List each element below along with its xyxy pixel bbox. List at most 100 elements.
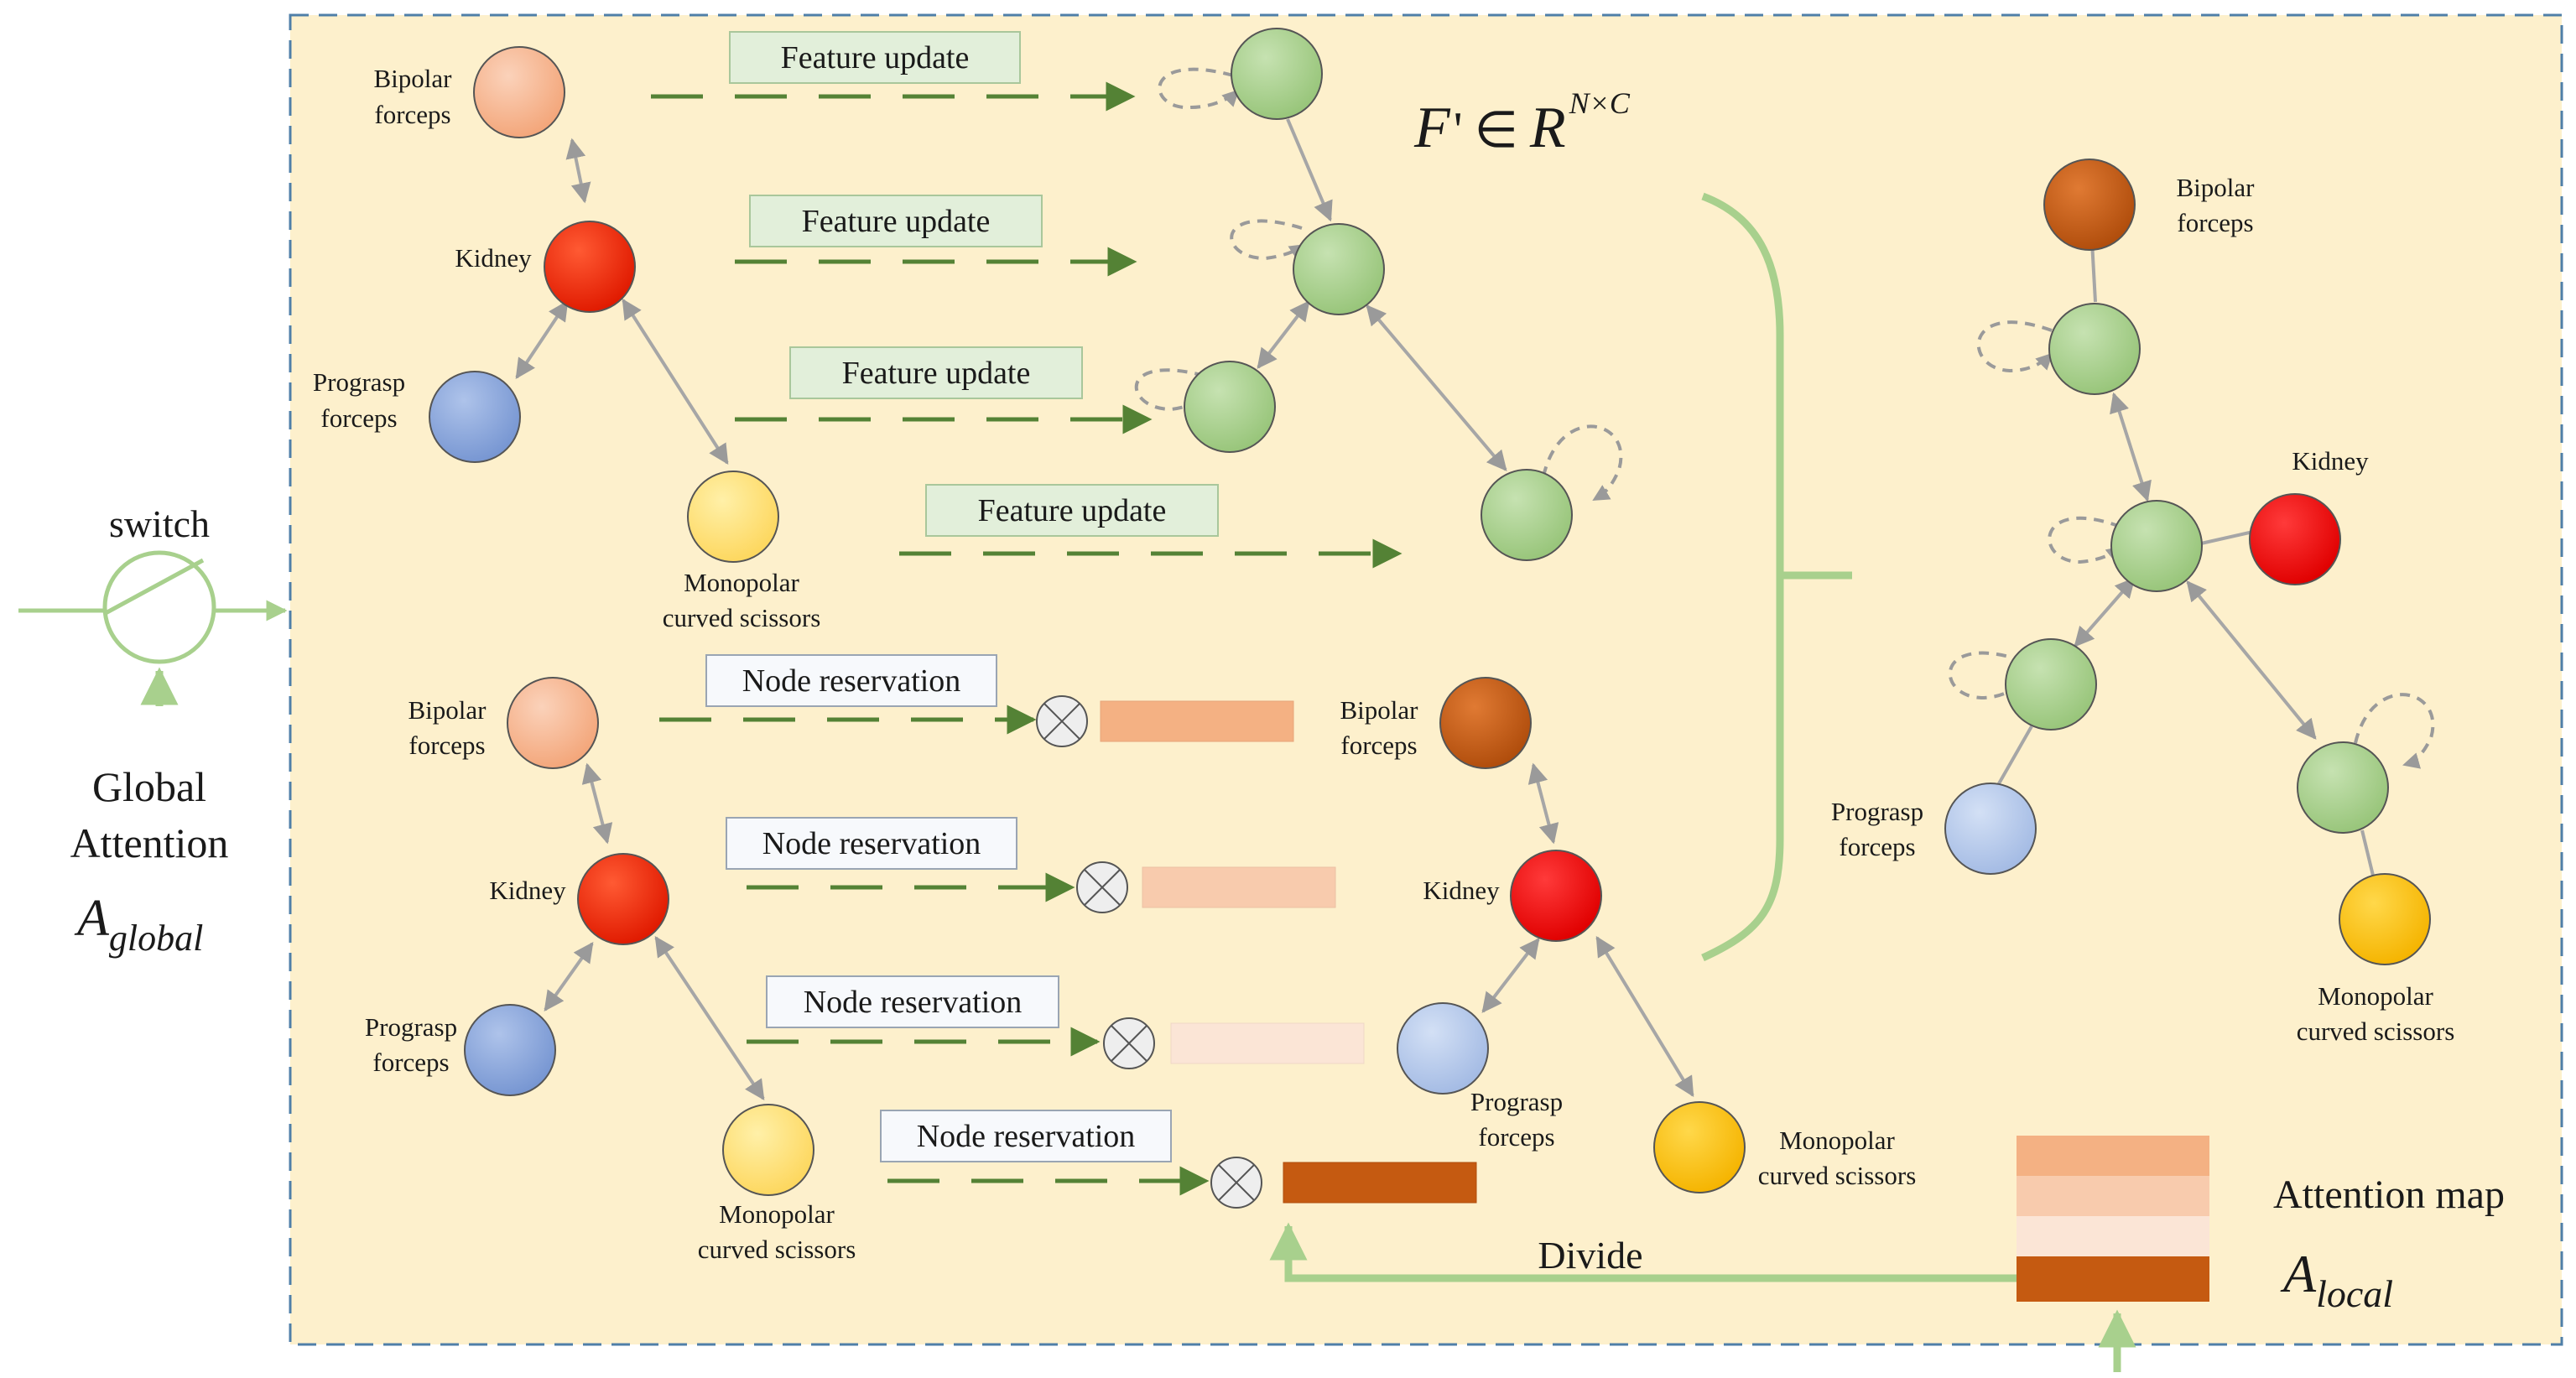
switch-block: switch Global Attention Aglobal [18,502,288,959]
multiply-icon-cross-1 [1043,703,1080,740]
edge-g2-g4 [1366,304,1507,471]
bottom-original-graph: Bipolar forceps Kidney Prograsp forceps … [365,677,856,1264]
node-bipolar-forceps-res [2043,159,2136,251]
node-monopolar-scissors-b [722,1104,814,1196]
node-green-4-res [2297,741,2389,834]
node-updated-4 [1481,469,1573,561]
node-kidney [544,221,636,313]
edge-kidney-monopolar-b [654,936,765,1100]
node-kidney-res [2249,493,2341,585]
label-monopolar-r-1: Monopolar [1779,1126,1895,1155]
feature-update-box-2 [749,195,1043,247]
feature-update-label-1: Feature update [781,40,970,75]
label-bipolar-1: Bipolar [374,64,453,93]
label-monopolar-res-1: Monopolar [2318,981,2433,1011]
edge-green4-monopolar-res [2360,829,2376,880]
self-loop-g2 [1230,219,1307,261]
a-global-symbol: Aglobal [74,890,203,959]
edge-center-green4-res [2186,580,2317,740]
node-kidney-b [577,853,669,945]
node-updated-2 [1293,223,1385,315]
edge-kidney-prograsp-b [544,942,594,1011]
node-kidney-r [1510,850,1602,942]
label-kidney-b: Kidney [489,876,566,905]
label-monopolar-b-1: Monopolar [719,1199,835,1229]
node-reservation-box-1 [705,654,997,707]
label-prograsp-res-1: Prograsp [1831,797,1923,826]
reserved-bar-3 [1170,1022,1365,1064]
node-monopolar-scissors [687,471,779,563]
label-monopolar-b-2: curved scissors [698,1235,856,1264]
node-reservation-box-4 [880,1110,1172,1162]
edge-bipolar-kidney [565,138,591,204]
feature-update-label-2: Feature update [802,204,991,239]
node-reservation-row-1: Node reservation [659,654,1294,747]
node-bipolar-forceps-r [1439,677,1532,769]
label-monopolar-1: Monopolar [684,568,799,597]
edge-bipolar-green-res [2090,241,2097,303]
label-bipolar-res-2: forceps [2177,208,2253,237]
edge-g1-g2 [1286,118,1333,222]
a-local-symbol: Alocal [2280,1244,2393,1315]
feature-formula: F ' ∈ R N×C [1413,86,1631,160]
node-bipolar-forceps [473,46,565,138]
label-bipolar-b-2: forceps [409,731,485,760]
node-reservation-row-4: Node reservation [880,1110,1477,1209]
top-original-graph: Bipolar forceps Kidney Prograsp forceps … [313,46,821,632]
edge-g2-g3 [1257,300,1310,369]
label-prograsp-r-2: forceps [1478,1122,1554,1152]
node-updated-3 [1184,361,1276,453]
feature-update-row-2: Feature update [735,195,1137,277]
divide-arrow [1269,1222,2017,1282]
feature-update-label-4: Feature update [978,493,1167,528]
label-monopolar-2: curved scissors [663,603,821,632]
switch-lever [102,558,205,616]
node-reservation-box-2 [726,817,1017,870]
self-loop-res-1 [1976,320,2053,373]
label-prograsp-b-2: forceps [372,1048,449,1077]
label-prograsp-2: forceps [320,403,397,433]
label-monopolar-res-2: curved scissors [2297,1017,2455,1046]
self-loop-res-4 [2354,693,2435,769]
reserved-node-graph: Bipolar forceps Kidney Prograsp forceps … [1340,677,1917,1193]
node-reservation-label-4: Node reservation [917,1119,1136,1154]
self-loop-g4 [1542,424,1623,502]
node-prograsp-forceps [429,371,521,463]
label-bipolar-2: forceps [374,100,450,129]
feature-update-box-1 [729,31,1021,84]
merge-bracket [1701,192,1784,962]
node-reservation-box-3 [766,975,1059,1028]
node-reservation-label-3: Node reservation [804,985,1023,1020]
label-prograsp-1: Prograsp [313,367,405,397]
reserved-bar-1 [1100,700,1294,742]
label-kidney: Kidney [455,243,532,273]
edge-center-green3-res [2074,577,2136,647]
edge-kidney-monopolar [622,298,729,465]
label-bipolar-r-2: forceps [1340,731,1417,760]
attention-map-block: Attention map Alocal Divide [1269,1136,2505,1372]
label-bipolar-res-1: Bipolar [2177,173,2256,202]
reserved-bar-2 [1142,866,1336,908]
feature-update-row-3: Feature update [735,346,1153,434]
feature-update-box-3 [789,346,1083,399]
label-kidney-r: Kidney [1423,876,1500,905]
feature-update-box-4 [925,484,1219,537]
updated-feature-graph [1134,28,1623,561]
edge-center-kidney-res [2200,530,2254,545]
switch-icon [102,550,216,664]
node-green-3-res [2005,638,2097,731]
label-monopolar-r-2: curved scissors [1758,1161,1917,1190]
feature-update-row-4: Feature update [899,484,1402,569]
label-kidney-res: Kidney [2292,446,2369,476]
attention-map-label: Attention map [2273,1173,2505,1217]
attention-bar-2 [2017,1176,2209,1216]
multiply-icon-cross-4 [1218,1164,1255,1201]
feature-update-label-3: Feature update [842,356,1031,391]
feature-update-row-1: Feature update [651,31,1136,112]
node-prograsp-forceps-res [1944,783,2037,875]
attention-bar-1 [2017,1136,2209,1176]
reserved-bar-4 [1283,1162,1477,1204]
node-reservation-row-2: Node reservation [726,817,1336,913]
label-prograsp-res-2: forceps [1839,832,1915,861]
